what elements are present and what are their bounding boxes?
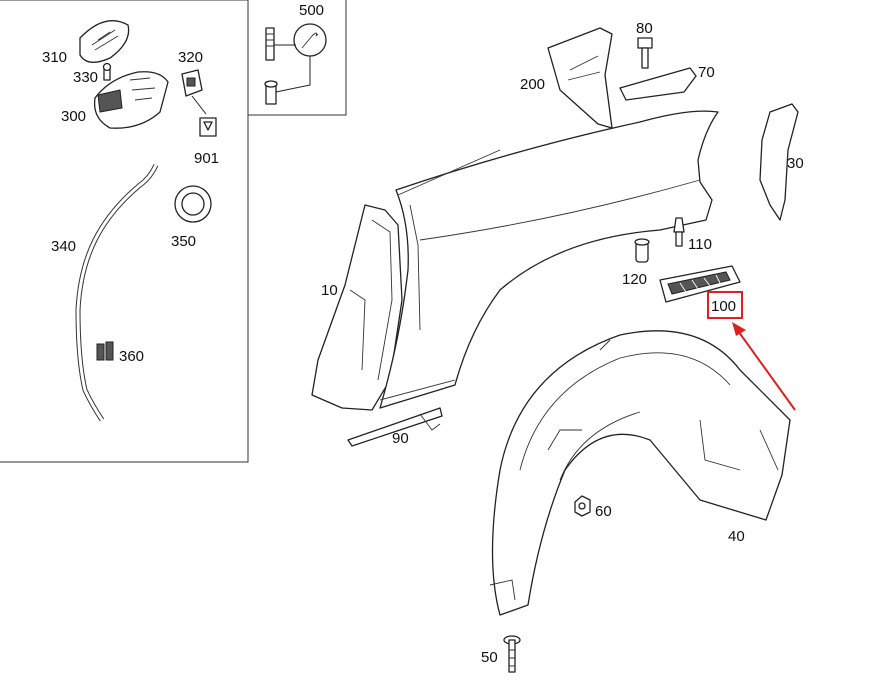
callout-30: 30 [787,155,804,172]
fuel-flap-part[interactable] [79,20,130,63]
nut-part[interactable] [574,495,591,517]
wheel-arch-liner-part[interactable] [489,330,791,616]
callout-330: 330 [73,69,98,86]
trim-strip-part[interactable] [347,407,443,447]
fastener-kit-inset-frame [248,0,347,116]
callout-300: 300 [61,108,86,125]
fuel-filler-inset-frame [0,0,249,463]
screw-part[interactable] [102,62,112,81]
quarter-panel-part[interactable] [379,110,719,409]
callout-500: 500 [299,2,324,19]
callout-100: 100 [711,298,736,315]
plug-part[interactable] [634,238,650,263]
grommet-part[interactable] [174,185,212,223]
clip-screw-part[interactable] [503,635,521,673]
side-bracket-part[interactable] [547,27,613,129]
callout-50: 50 [481,649,498,666]
callout-320: 320 [178,49,203,66]
fastener-kit-leader-lines [274,44,311,93]
callout-60: 60 [595,503,612,520]
callout-40: 40 [728,528,745,545]
callout-901: 901 [194,150,219,167]
highlight-arrow [732,322,796,411]
highlight-box [707,291,743,319]
callout-80: 80 [636,20,653,37]
rear-bracket-part[interactable] [759,103,799,221]
callout-110: 110 [688,236,712,253]
vent-grille-part[interactable] [659,265,741,303]
wrench-icon [293,23,327,57]
callout-360: 360 [119,348,144,365]
filler-housing-part[interactable] [93,71,169,129]
callout-340: 340 [51,238,76,255]
push-pin-part[interactable] [673,217,685,247]
bolt-upper-part[interactable] [265,27,275,61]
bolt-part[interactable] [637,37,653,69]
callout-120: 120 [622,271,647,288]
actuator-leader-line [191,95,207,115]
callout-200: 200 [520,76,545,93]
seal-tab-part[interactable] [199,117,217,137]
callout-310: 310 [42,49,67,66]
rear-pillar-part[interactable] [311,204,403,411]
callout-90: 90 [392,430,409,447]
guide-rail-part[interactable] [619,67,697,101]
callout-70: 70 [698,64,715,81]
drain-hose-part[interactable] [75,163,159,422]
actuator-part[interactable] [181,69,203,97]
hose-clip-part[interactable] [96,341,114,361]
callout-350: 350 [171,233,196,250]
callout-10: 10 [321,282,338,299]
bolt-lower-part[interactable] [264,80,278,105]
